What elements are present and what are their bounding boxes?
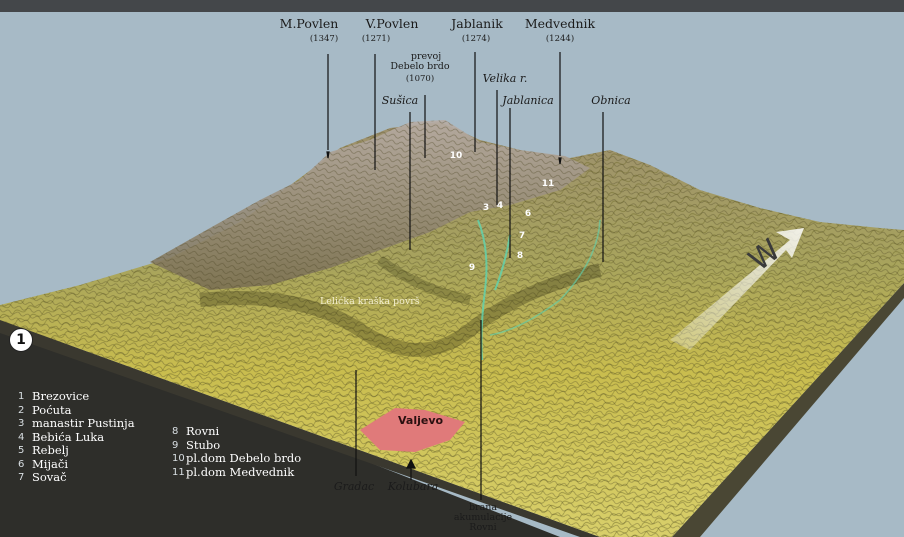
river-label-velika: Velika r. [482, 72, 528, 85]
map-marker: 3 [482, 203, 490, 213]
map-marker: 6 [524, 209, 532, 219]
map-marker: 7 [518, 231, 526, 241]
figure-number-badge: 1 [9, 328, 33, 352]
pass-label-line2: Debelo brdo [390, 61, 450, 72]
dam-label-line1: brana [468, 502, 498, 513]
peak-label-medvednik: Medvednik [524, 16, 596, 31]
peak-label-m-povlen: M.Povlen [279, 16, 339, 31]
peak-label-v-povlen: V.Povlen [365, 16, 419, 31]
river-label-obnica: Obnica [591, 94, 631, 107]
river-line [489, 219, 601, 336]
peak-elevation-jablanik: (1274) [461, 34, 491, 44]
leader-lines [326, 52, 604, 500]
map-marker: 8 [516, 251, 524, 261]
peak-elevation-m-povlen: (1347) [309, 34, 339, 44]
city-label-valjevo: Valjevo [398, 414, 444, 427]
peak-elevation-medvednik: (1244) [545, 34, 575, 44]
compass-arrow [670, 228, 804, 350]
city-area [360, 408, 465, 452]
map-marker: 11 [541, 179, 555, 189]
valley-shading [199, 263, 602, 357]
river-label-susica: Sušica [381, 94, 419, 107]
river-label-gradac: Gradac [333, 480, 375, 493]
peak-elevation-v-povlen: (1271) [361, 34, 391, 44]
river-label-kolubara: Kolubara [387, 480, 439, 493]
peak-label-jablanik: Jablanik [451, 16, 503, 31]
map-marker: 10 [449, 151, 463, 161]
basin-label: Lelićka kraška površ [320, 296, 420, 307]
river-line [494, 234, 511, 291]
dam-label-line2: akumulacije [453, 512, 513, 523]
map-marker: 4 [496, 201, 504, 211]
pass-elevation: (1070) [405, 74, 435, 84]
dam-label-line3: Rovni [469, 522, 497, 533]
map-marker: 9 [468, 263, 476, 273]
pass-label-line1: prevoj [410, 51, 442, 62]
window-top-bar [0, 0, 904, 12]
river-label-jablanica: Jablanica [502, 94, 554, 107]
